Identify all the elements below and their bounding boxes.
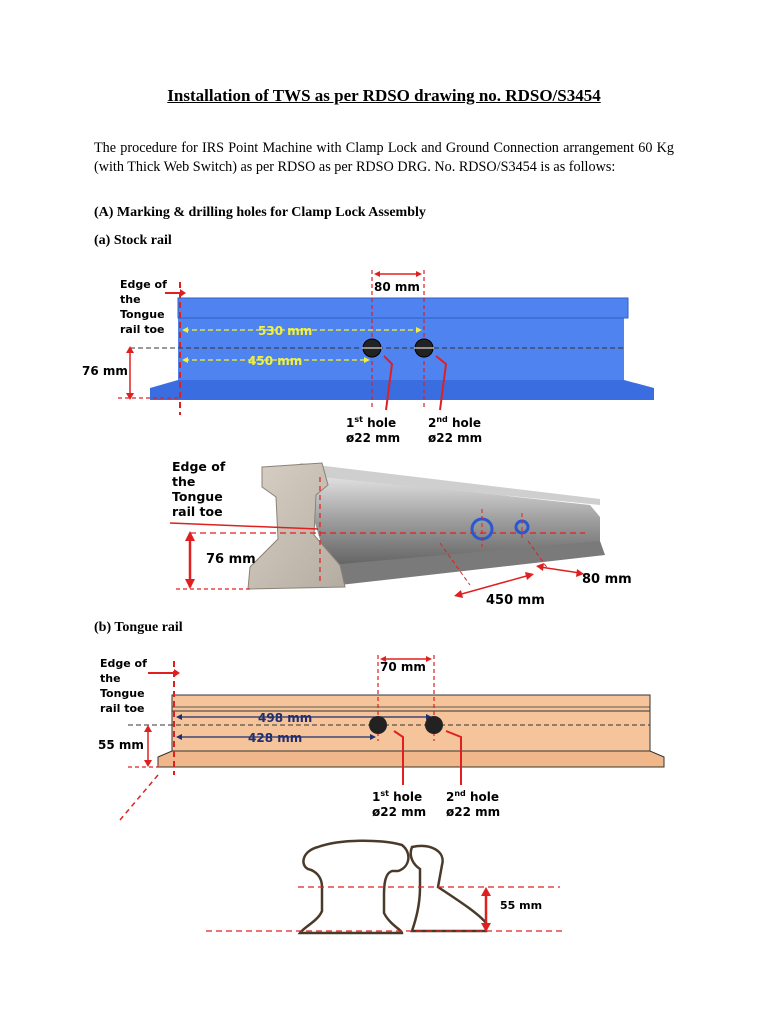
tongue-hole-1-label: 1st hole — [372, 789, 422, 804]
rail-3d-end-face — [247, 462, 346, 590]
tongue-hole-2 — [425, 716, 443, 734]
rail3d-spacing-label: 80 mm — [582, 572, 632, 587]
tongue-rail-web — [171, 710, 651, 752]
stock-rail-web — [178, 318, 624, 380]
tongue-edge-label-4: rail toe — [100, 702, 145, 715]
stock-edge-label-2: the — [120, 293, 141, 306]
tongue-height-label: 55 mm — [98, 738, 144, 752]
tongue-dist-far-label: 498 mm — [258, 711, 312, 725]
subheading-tongue-rail: (b) Tongue rail — [94, 620, 183, 635]
tongue-rail-foot — [157, 750, 665, 768]
stock-dist-far-label: 530 mm — [258, 324, 312, 338]
stock-dist-near-label: 450 mm — [248, 354, 302, 368]
rail3d-edge-label-4: rail toe — [172, 504, 223, 519]
stock-hole-2-label: 2nd hole — [428, 415, 481, 430]
intro-paragraph: The procedure for IRS Point Machine with… — [94, 140, 674, 175]
tongue-rail-head — [171, 694, 651, 712]
stock-rail-head — [177, 297, 629, 319]
stock-edge-label-4: rail toe — [120, 323, 165, 336]
tongue-profile-switch — [409, 844, 488, 933]
section-heading-a: (A) Marking & drilling holes for Clamp L… — [94, 205, 426, 220]
tongue-spacing-label: 70 mm — [380, 660, 426, 674]
tongue-dist-near-label: 428 mm — [248, 731, 302, 745]
tongue-edge-label-3: Tongue — [100, 687, 145, 700]
tongue-edge-label-2: the — [100, 672, 121, 685]
rail3d-edge-label-1: Edge of — [172, 459, 226, 474]
tongue-hole-2-dia: ø22 mm — [446, 805, 500, 819]
stock-rail-3d-diagram: Edge of the Tongue rail toe 76 mm 80 mm … — [169, 459, 632, 608]
tongue-profile-outline — [297, 839, 410, 935]
stock-rail-diagram: Edge of the Tongue rail toe 80 mm 530 mm… — [82, 270, 654, 445]
stock-edge-label-1: Edge of — [120, 278, 167, 291]
rail3d-edge-label-2: the — [172, 474, 195, 489]
stock-hole-1-dia: ø22 mm — [346, 431, 400, 445]
tongue-hole-1 — [369, 716, 387, 734]
tongue-profile-diagram: 55 mm — [206, 839, 565, 935]
tongue-rail-diagram: Edge of the Tongue rail toe 70 mm 498 mm… — [98, 655, 665, 821]
rail3d-edge-label-3: Tongue — [172, 489, 223, 504]
page-title: Installation of TWS as per RDSO drawing … — [167, 86, 601, 105]
tongue-edge-label-1: Edge of — [100, 657, 147, 670]
tongue-hole-2-label: 2nd hole — [446, 789, 499, 804]
stock-rail-foot — [150, 380, 654, 400]
stock-hole-2-dia: ø22 mm — [428, 431, 482, 445]
rail3d-dist-label: 450 mm — [486, 593, 545, 608]
tongue-hole-1-dia: ø22 mm — [372, 805, 426, 819]
stock-height-label: 76 mm — [82, 364, 128, 378]
profile-height-label: 55 mm — [500, 899, 542, 912]
stock-hole-1-label: 1st hole — [346, 415, 396, 430]
subheading-stock-rail: (a) Stock rail — [94, 233, 172, 248]
rail3d-height-label: 76 mm — [206, 552, 256, 567]
stock-spacing-label: 80 mm — [374, 280, 420, 294]
stock-edge-label-3: Tongue — [120, 308, 165, 321]
